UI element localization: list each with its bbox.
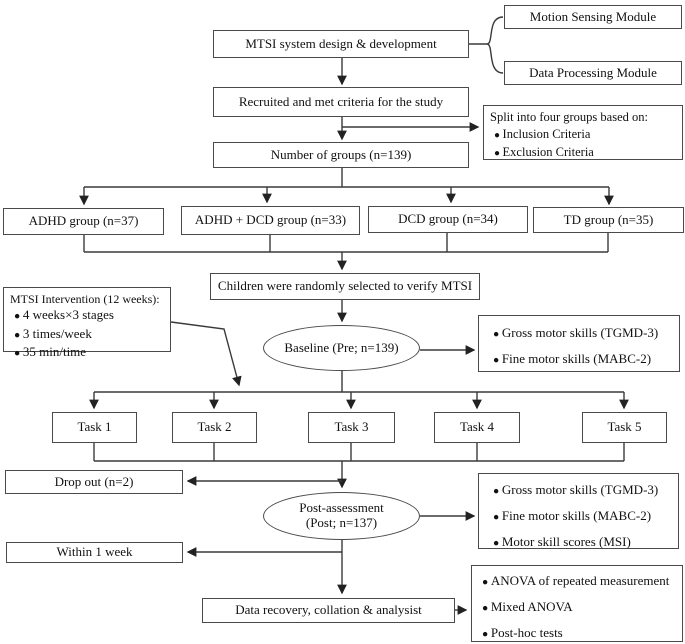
node-drop-out: Drop out (n=2): [5, 470, 183, 494]
node-mtsi-intervention: MTSI Intervention (12 weeks): 4 weeks×3 …: [3, 287, 171, 359]
node-task-3: Task 3: [308, 412, 395, 443]
post-assessment-line1: Post-assessment: [299, 500, 384, 516]
node-pre-measures: Gross motor skills (TGMD-3) Fine motor s…: [478, 315, 680, 372]
split-groups-item: Inclusion Criteria: [490, 126, 676, 144]
node-task-4: Task 4: [434, 412, 520, 443]
post-assessment-line2: (Post; n=137): [305, 515, 378, 530]
post-measures-item: Motor skill scores (MSI): [485, 530, 672, 556]
mtsi-intervention-title: MTSI Intervention (12 weeks):: [10, 292, 160, 306]
node-data-recovery: Data recovery, collation & analysist: [202, 598, 455, 623]
node-group-adhd-dcd: ADHD + DCD group (n=33): [181, 206, 360, 235]
split-groups-item: Exclusion Criteria: [490, 144, 676, 162]
node-post-assessment-ellipse: Post-assessment (Post; n=137): [263, 492, 420, 540]
post-measures-item: Gross motor skills (TGMD-3): [485, 478, 672, 504]
node-recruited: Recruited and met criteria for the study: [213, 87, 469, 117]
node-task-5: Task 5: [582, 412, 667, 443]
mtsi-intervention-item: 4 weeks×3 stages: [10, 307, 164, 326]
mtsi-intervention-item: 3 times/week: [10, 326, 164, 345]
node-number-of-groups: Number of groups (n=139): [213, 142, 469, 168]
post-measures-item: Fine motor skills (MABC-2): [485, 504, 672, 530]
node-group-dcd: DCD group (n=34): [368, 206, 528, 233]
node-children-verify: Children were randomly selected to verif…: [210, 273, 480, 300]
pre-measures-item: Gross motor skills (TGMD-3): [485, 321, 673, 347]
analysis-item: Mixed ANOVA: [478, 595, 676, 621]
node-task-2: Task 2: [172, 412, 257, 443]
pre-measures-item: Fine motor skills (MABC-2): [485, 347, 673, 373]
node-analysis: ANOVA of repeated measurement Mixed ANOV…: [471, 565, 683, 642]
node-baseline-ellipse: Baseline (Pre; n=139): [263, 325, 420, 371]
node-group-td: TD group (n=35): [533, 207, 684, 233]
node-mtsi-design: MTSI system design & development: [213, 30, 469, 58]
node-motion-sensing-module: Motion Sensing Module: [504, 5, 682, 29]
node-task-1: Task 1: [52, 412, 137, 443]
node-within-week: Within 1 week: [6, 542, 183, 563]
analysis-item: ANOVA of repeated measurement: [478, 569, 676, 595]
split-groups-title: Split into four groups based on:: [490, 110, 648, 124]
node-data-processing-module: Data Processing Module: [504, 61, 682, 85]
analysis-item: Post-hoc tests: [478, 621, 676, 644]
node-post-measures: Gross motor skills (TGMD-3) Fine motor s…: [478, 473, 679, 549]
mtsi-intervention-item: 35 min/time: [10, 344, 164, 363]
node-split-groups: Split into four groups based on: Inclusi…: [483, 105, 683, 160]
node-group-adhd: ADHD group (n=37): [3, 208, 164, 235]
